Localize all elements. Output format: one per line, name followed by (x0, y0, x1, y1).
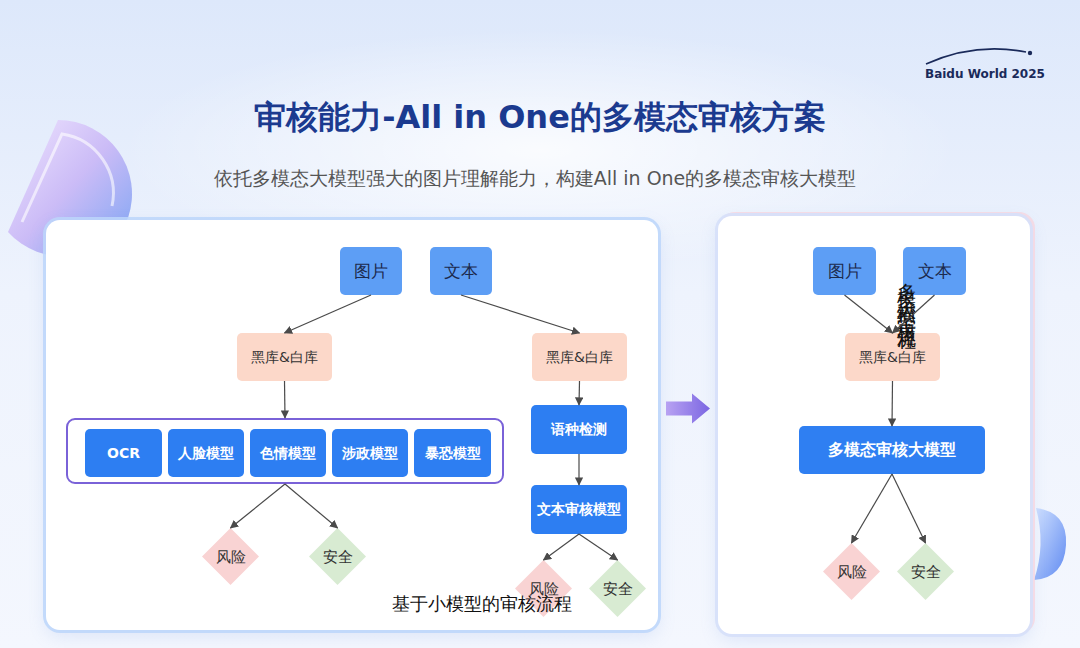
node-label: 人脸模型 (178, 445, 234, 462)
logo-arc (926, 49, 1026, 64)
node-label: 黑库&白库 (859, 349, 926, 366)
glass-highlight (22, 134, 113, 222)
flow-arrow (892, 474, 926, 543)
node-label: 文本 (918, 261, 952, 281)
flow-arrow (284, 381, 286, 418)
node-label: 涉政模型 (342, 445, 398, 462)
diamond-fill (589, 560, 646, 617)
decision-diamond: 安全 (589, 560, 646, 617)
logo-text: Baidu World 2025 (925, 67, 1045, 81)
node-label: 图片 (828, 261, 862, 281)
input-box: 图片 (813, 247, 876, 295)
decision-diamond: 风险 (823, 543, 880, 600)
node-label: 图片 (354, 261, 388, 281)
node-label: 暴恐模型 (425, 445, 481, 462)
node-label: 安全 (911, 563, 941, 581)
node-label: 色情模型 (260, 445, 316, 462)
flow-arrow (579, 534, 618, 560)
node-label: 多模态审核大模型 (828, 440, 956, 459)
node-label: 文本 (444, 261, 478, 281)
flow-arrow (893, 295, 935, 333)
flow-arrow (852, 474, 893, 543)
flow-arrow (544, 534, 580, 560)
model-box: 涉政模型 (332, 429, 408, 477)
node-label: 风险 (216, 548, 246, 566)
logo-dot (1028, 51, 1032, 55)
flow-block-arrow (666, 394, 710, 424)
model-box: 多模态审核大模型 (799, 426, 985, 474)
model-box: 文本审核模型 (531, 485, 627, 534)
decision-diamond: 风险 (202, 528, 259, 585)
model-box: 色情模型 (250, 429, 326, 477)
node-label: 风险 (837, 563, 867, 581)
diamond-fill (309, 528, 366, 585)
flow-arrow (578, 454, 579, 485)
filter-box: 黑库&白库 (532, 333, 627, 381)
model-box: OCR (85, 429, 162, 477)
model-box: 人脸模型 (168, 429, 244, 477)
diamond-fill (897, 543, 954, 600)
flow-arrow (578, 381, 580, 405)
flow-arrow (891, 381, 893, 426)
node-label: 安全 (603, 580, 633, 598)
panel-heading: 多模态大模型审核流程 (897, 268, 920, 323)
node-label: 黑库&白库 (546, 349, 613, 366)
flow-arrow (231, 484, 286, 528)
node-label: 语种检测 (551, 421, 607, 438)
subtitle: 依托多模态大模型强大的图片理解能力，构建All in One的多模态审核大模型 (0, 166, 1070, 192)
diamond-fill (823, 543, 880, 600)
flow-panel: 图片 文本黑库&白库多模态审核大模型风险 安全 多模态大模型审核流程 (718, 216, 1030, 634)
slide-title: 审核能力-All in One的多模态审核方案 (0, 96, 1080, 140)
flow-arrow (461, 295, 580, 333)
glass-blob (1034, 508, 1066, 580)
model-box: 暴恐模型 (414, 429, 491, 477)
filter-box: 黑库&白库 (845, 333, 940, 381)
filter-box: 黑库&白库 (237, 333, 332, 381)
model-box: 语种检测 (531, 405, 627, 454)
flow-panel: 图片 文本黑库&白库 黑库&白库 OCR 人脸模型 色情模型 涉政模型 暴恐模型 语种检测文本审… (46, 220, 658, 630)
flow-arrow (285, 295, 372, 333)
decision-diamond: 安全 (309, 528, 366, 585)
node-label: OCR (107, 445, 140, 462)
node-label: 安全 (323, 548, 353, 566)
panel-heading: 基于小模型的审核流程 (392, 593, 572, 614)
model-group: OCR 人脸模型 色情模型 涉政模型 暴恐模型 (66, 418, 504, 484)
input-box: 文本 (430, 247, 492, 295)
input-box: 图片 (340, 247, 402, 295)
flow-arrow (285, 484, 338, 528)
node-label: 黑库&白库 (251, 349, 318, 366)
node-label: 文本审核模型 (537, 501, 621, 518)
diamond-fill (202, 528, 259, 585)
decision-diamond: 安全 (897, 543, 954, 600)
flow-arrow (845, 295, 893, 333)
